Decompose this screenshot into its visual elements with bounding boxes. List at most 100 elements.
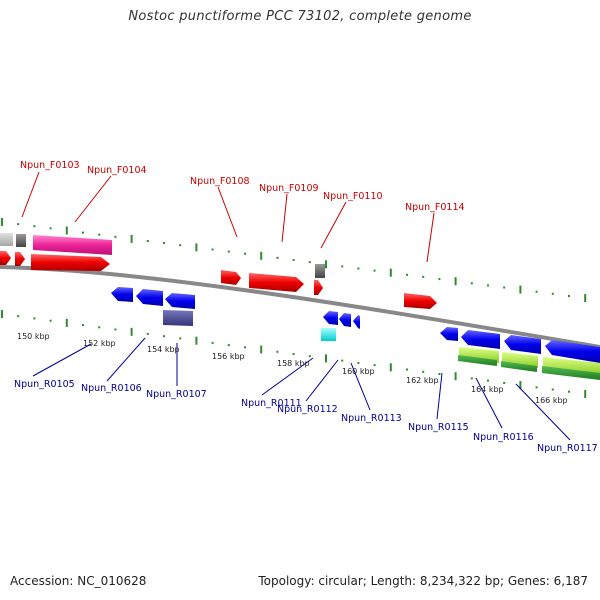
outer-minor-tick — [503, 286, 506, 289]
kbp-label-164: 164 kbp — [471, 385, 504, 394]
leader-R0105 — [32, 343, 92, 377]
gene-R0112-arrow[interactable] — [339, 313, 351, 327]
outer-minor-tick — [406, 273, 408, 276]
outer-minor-tick — [244, 252, 246, 255]
gene-F0110-arrow[interactable] — [314, 280, 323, 295]
outer-minor-tick — [341, 265, 344, 268]
gene-F0114-arrow[interactable] — [404, 293, 437, 309]
inner-minor-tick — [244, 346, 246, 349]
leader-F0103 — [21, 171, 40, 218]
kbp-label-160: 160 kbp — [342, 367, 375, 376]
inner-minor-tick — [227, 344, 230, 347]
gene-grey-block-left[interactable] — [0, 233, 13, 246]
leader-R0106 — [106, 337, 146, 382]
inner-major-tick — [1, 310, 3, 318]
gene-R0116-green-block-1[interactable] — [458, 355, 497, 366]
gene-F0103-block[interactable] — [16, 234, 26, 247]
gene-F0104-arrow[interactable] — [31, 254, 110, 271]
gene-R0105-arrow[interactable] — [111, 287, 133, 302]
kbp-label-154: 154 kbp — [147, 345, 180, 354]
gene-R0115-arrow[interactable] — [440, 327, 458, 341]
gene-R0107-block[interactable] — [163, 310, 193, 326]
inner-major-tick — [584, 390, 587, 398]
label-F0110[interactable]: Npun_F0110 — [323, 191, 383, 202]
outer-minor-tick — [49, 227, 52, 230]
inner-minor-tick — [211, 341, 214, 344]
inner-minor-tick — [49, 319, 52, 322]
gene-F-left-2[interactable] — [15, 252, 25, 266]
label-R0117[interactable]: Npun_R0117 — [537, 443, 598, 454]
inner-minor-tick — [114, 328, 117, 331]
inner-minor-tick — [503, 381, 506, 384]
label-R0113[interactable]: Npun_R0113 — [341, 413, 402, 424]
inner-minor-tick — [373, 364, 376, 367]
kbp-label-166: 166 kbp — [535, 396, 568, 405]
gene-R0117-arrow[interactable] — [545, 340, 600, 363]
gene-R0107-arrow[interactable] — [165, 293, 195, 309]
label-R0107[interactable]: Npun_R0107 — [146, 389, 207, 400]
label-R0105[interactable]: Npun_R0105 — [14, 379, 75, 390]
leader-R0115 — [436, 372, 443, 420]
inner-major-tick — [260, 345, 263, 354]
inner-minor-tick — [470, 377, 473, 380]
gene-R0111-arrow[interactable] — [323, 311, 338, 325]
gene-R0113-arrow[interactable] — [353, 315, 360, 329]
gene-F0108-arrow[interactable] — [221, 270, 241, 285]
gene-F0104-block[interactable] — [33, 235, 112, 255]
label-F0104[interactable]: Npun_F0104 — [87, 165, 147, 176]
label-R0111[interactable]: Npun_R0111 — [241, 398, 302, 409]
outer-major-tick — [195, 243, 198, 252]
outer-major-tick — [325, 260, 327, 269]
inner-minor-tick — [487, 379, 489, 382]
gene-R0116-green-block-2[interactable] — [501, 361, 537, 372]
inner-minor-tick — [33, 317, 36, 320]
outer-major-tick — [454, 277, 457, 286]
outer-minor-tick — [211, 248, 214, 251]
outer-minor-tick — [227, 250, 230, 253]
inner-minor-tick — [341, 359, 344, 362]
outer-major-tick — [584, 294, 587, 303]
label-R0115[interactable]: Npun_R0115 — [408, 422, 469, 433]
inner-major-tick — [454, 372, 457, 381]
leader-F0108 — [217, 186, 238, 238]
label-R0106[interactable]: Npun_R0106 — [81, 383, 142, 394]
outer-minor-tick — [146, 240, 149, 242]
label-F0108[interactable]: Npun_F0108 — [190, 176, 250, 187]
inner-minor-tick — [163, 335, 165, 338]
label-F0103[interactable]: Npun_F0103 — [20, 160, 80, 171]
accession-info: Accession: NC_010628 — [10, 574, 147, 588]
inner-minor-tick — [535, 386, 538, 389]
forward-strand-genes — [0, 233, 437, 309]
gene-F-left-1[interactable] — [0, 251, 11, 265]
outer-minor-tick — [98, 233, 101, 236]
gene-R0111-block[interactable] — [321, 328, 336, 341]
outer-minor-tick — [82, 231, 84, 234]
outer-major-tick — [519, 285, 522, 294]
label-F0109[interactable]: Npun_F0109 — [259, 183, 319, 194]
outer-minor-tick — [17, 223, 20, 226]
inner-minor-tick — [568, 390, 570, 393]
outer-tick-row — [1, 218, 587, 303]
inner-minor-tick — [98, 326, 101, 329]
outer-minor-tick — [470, 282, 473, 285]
label-F0114[interactable]: Npun_F0114 — [405, 202, 465, 213]
gene-R0116b-arrow[interactable] — [504, 335, 541, 354]
inner-major-tick — [389, 363, 392, 372]
outer-minor-tick — [568, 295, 570, 297]
gene-R0116a-arrow[interactable] — [461, 330, 500, 349]
kbp-label-158: 158 kbp — [277, 359, 310, 368]
inner-tick-row — [1, 310, 587, 398]
label-R0112[interactable]: Npun_R0112 — [277, 404, 338, 415]
leader-R0117 — [515, 383, 571, 441]
label-R0116[interactable]: Npun_R0116 — [473, 432, 534, 443]
gene-F0110-block[interactable] — [315, 264, 325, 278]
inner-minor-tick — [276, 350, 279, 353]
gene-F0109-arrow[interactable] — [249, 273, 304, 292]
outer-minor-tick — [487, 284, 489, 287]
gene-R0117-green-block[interactable] — [542, 366, 600, 380]
leader-F0110 — [320, 201, 347, 249]
inner-minor-tick — [406, 368, 408, 371]
outer-minor-tick — [535, 290, 538, 293]
gene-R0106-arrow[interactable] — [136, 289, 163, 306]
